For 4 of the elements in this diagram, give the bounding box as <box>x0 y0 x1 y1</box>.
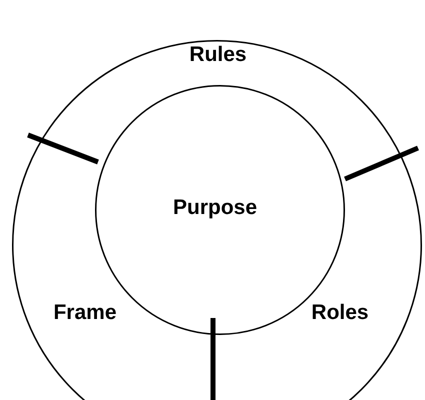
segment-label: Roles <box>311 301 369 325</box>
segment-label: Rules <box>189 43 247 67</box>
segment-label: Frame <box>53 301 117 325</box>
segment-label: Purpose <box>172 196 258 220</box>
